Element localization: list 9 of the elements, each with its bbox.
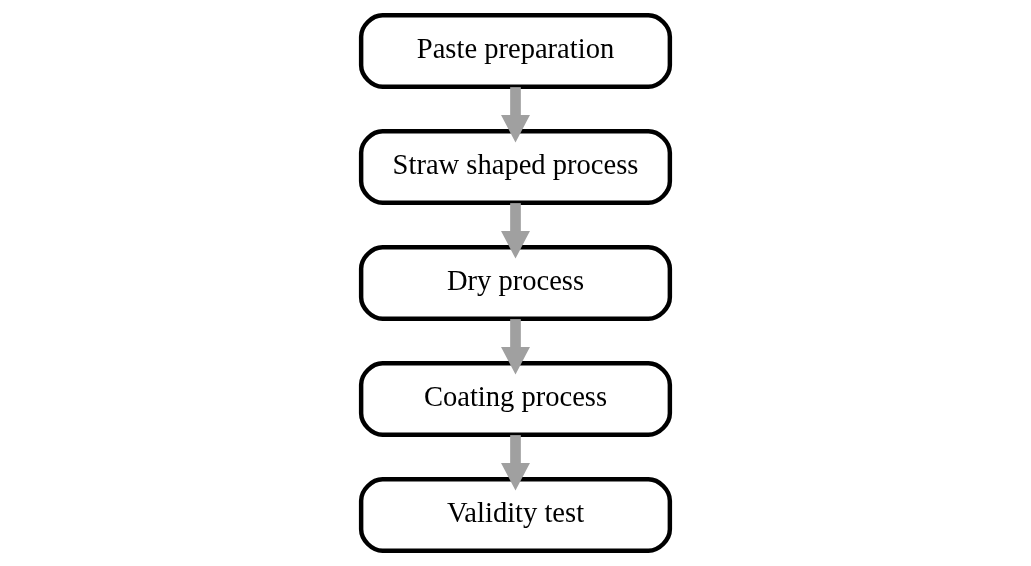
- arrow: [501, 319, 530, 375]
- node-box: Straw shaped process: [358, 129, 673, 205]
- node-box: Validity test: [358, 477, 673, 553]
- node-box: Coating process: [358, 361, 673, 437]
- node-box: Paste preparation: [358, 13, 673, 89]
- arrow: [501, 435, 530, 491]
- arrow: [501, 203, 530, 259]
- node-box: Dry process: [358, 245, 673, 321]
- arrow: [501, 87, 530, 143]
